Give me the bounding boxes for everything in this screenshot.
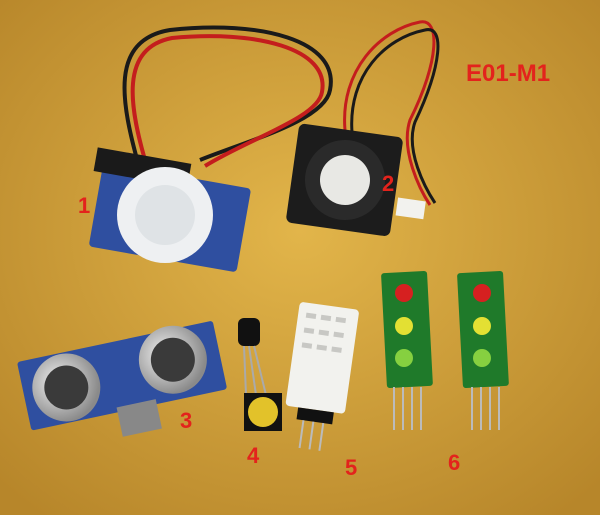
label-5: 5 bbox=[345, 455, 358, 480]
label-4: 4 bbox=[247, 443, 260, 468]
ultrasonic-sensor bbox=[17, 321, 227, 437]
pir-sensor bbox=[89, 147, 251, 272]
sensor-4 bbox=[238, 318, 282, 431]
dht22-sensor bbox=[285, 302, 359, 451]
label-2: 2 bbox=[382, 171, 395, 196]
fan-cable bbox=[343, 20, 440, 206]
label-6: 6 bbox=[448, 450, 461, 475]
traffic-light-module-a bbox=[381, 271, 433, 430]
label-1: 1 bbox=[78, 193, 91, 218]
label-3: 3 bbox=[180, 408, 193, 433]
traffic-light-module-b bbox=[457, 271, 509, 430]
photo-title: E01-M1 bbox=[466, 60, 551, 87]
pir-cable bbox=[122, 25, 333, 171]
cooling-fan bbox=[286, 123, 426, 236]
